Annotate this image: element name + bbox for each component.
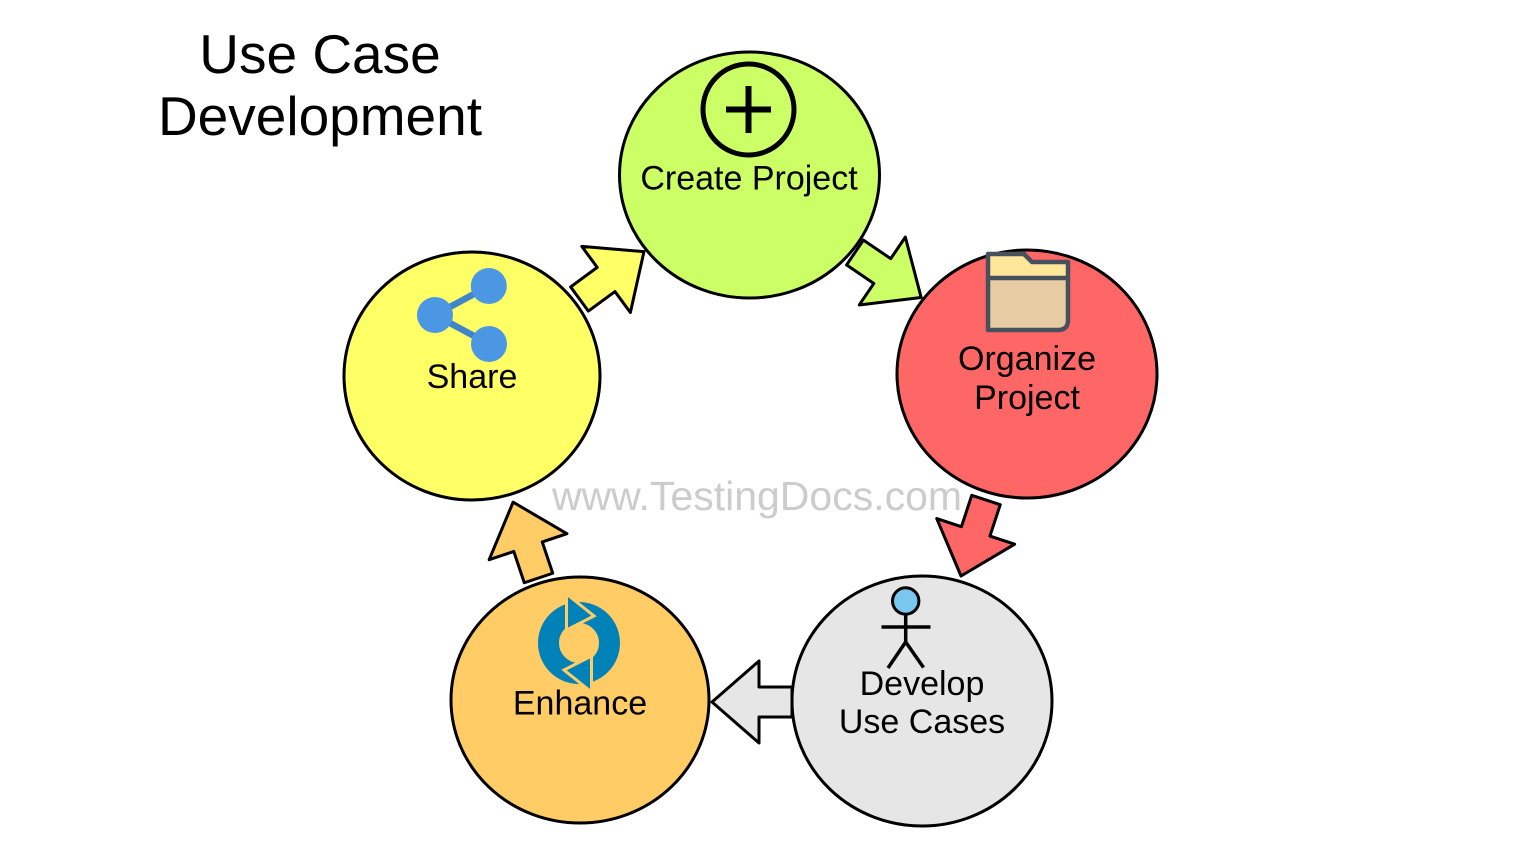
svg-text:www.TestingDocs.com: www.TestingDocs.com	[551, 473, 962, 519]
svg-text:Share: Share	[427, 358, 518, 396]
svg-text:Organize: Organize	[958, 340, 1096, 378]
svg-text:Use Case: Use Case	[199, 23, 440, 85]
svg-text:Create Project: Create Project	[640, 160, 858, 198]
svg-text:Project: Project	[974, 379, 1080, 417]
svg-text:Use Cases: Use Cases	[839, 703, 1005, 741]
svg-text:Development: Development	[158, 85, 482, 147]
svg-text:Enhance: Enhance	[513, 685, 647, 723]
svg-text:Develop: Develop	[860, 665, 985, 703]
